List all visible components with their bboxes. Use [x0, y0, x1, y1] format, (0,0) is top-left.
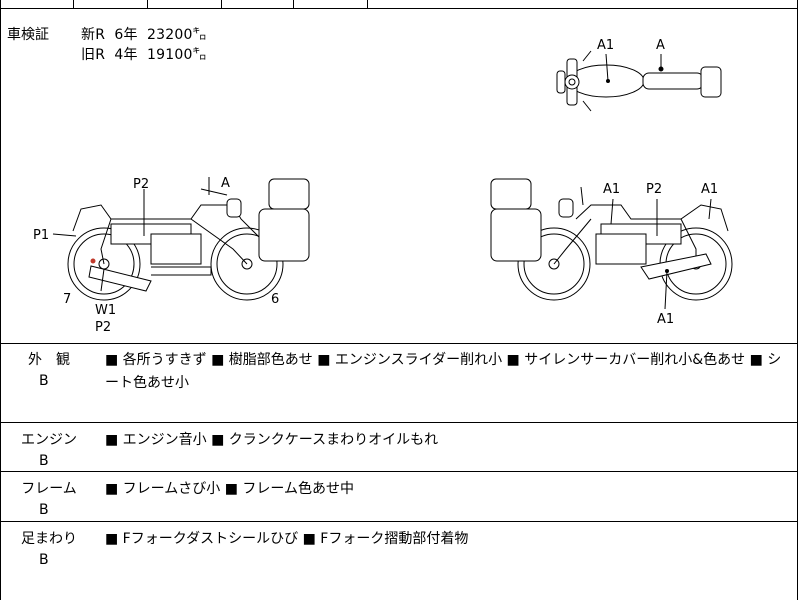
left-side-bike: [52, 177, 310, 301]
row-notes: ■ エンジン音小 ■ クランクケースまわりオイルもれ: [105, 432, 439, 448]
label-a1: A1: [701, 182, 718, 197]
label-p2-lower: P2: [95, 320, 111, 335]
row-notes: ■ 各所うすきず ■ 樹脂部色あせ ■ エンジンスライダー削れ小 ■ サイレンサ…: [105, 352, 782, 391]
row-suspension: 足まわり B ■ Fフォークダストシールひび ■ Fフォーク摺動部付着物: [1, 522, 797, 600]
label-a1-lower: A1: [657, 312, 674, 327]
cell-divider: [367, 0, 368, 8]
row-grade: B: [39, 453, 49, 469]
row-engine: エンジン B ■ エンジン音小 ■ クランクケースまわりオイルもれ: [1, 423, 797, 472]
row-exterior: 外 観 B ■ 各所うすきず ■ 樹脂部色あせ ■ エンジンスライダー削れ小 ■…: [1, 343, 797, 423]
label-7: 7: [63, 292, 71, 307]
label-p1: P1: [33, 228, 49, 243]
label-p2: P2: [133, 177, 149, 192]
row-grade: B: [39, 373, 49, 389]
label-a1: A1: [603, 182, 620, 197]
cell-divider: [293, 0, 294, 8]
cell-divider: [73, 0, 74, 8]
inspection-title: 車検証: [7, 27, 49, 43]
label-p2: P2: [646, 182, 662, 197]
motorcycle-diagram: A1 A P2: [33, 38, 733, 335]
row-label: エンジン: [21, 432, 77, 448]
inspection-new-row: 新R 6年 23200㌔: [81, 27, 207, 43]
row-grade: B: [39, 552, 49, 568]
damage-diagram-area: [1, 9, 797, 344]
top-view-bike: [556, 50, 722, 112]
left-side-labels: P2 A P1 7 W1 P2 6: [33, 176, 279, 335]
row-label: フレーム: [21, 481, 77, 497]
right-side-labels: A1 P2 A1 A1: [603, 182, 718, 327]
row-notes: ■ フレームさび小 ■ フレーム色あせ中: [105, 481, 354, 497]
top-view-labels: A1 A: [597, 38, 665, 53]
label-w1: W1: [95, 303, 116, 318]
top-table-strip: [1, 0, 797, 9]
right-side-bike: [490, 178, 733, 310]
cell-divider: [221, 0, 222, 8]
label-a1: A1: [597, 38, 614, 53]
row-label: 外 観: [28, 352, 70, 368]
label-a: A: [221, 176, 230, 191]
inspection-old-row: 旧R 4年 19100㌔: [81, 47, 207, 63]
label-6: 6: [271, 292, 279, 307]
label-a: A: [656, 38, 665, 53]
row-frame: フレーム B ■ フレームさび小 ■ フレーム色あせ中: [1, 472, 797, 522]
row-notes: ■ Fフォークダストシールひび ■ Fフォーク摺動部付着物: [105, 531, 469, 547]
row-grade: B: [39, 502, 49, 518]
cell-divider: [147, 0, 148, 8]
row-label: 足まわり: [21, 531, 77, 547]
